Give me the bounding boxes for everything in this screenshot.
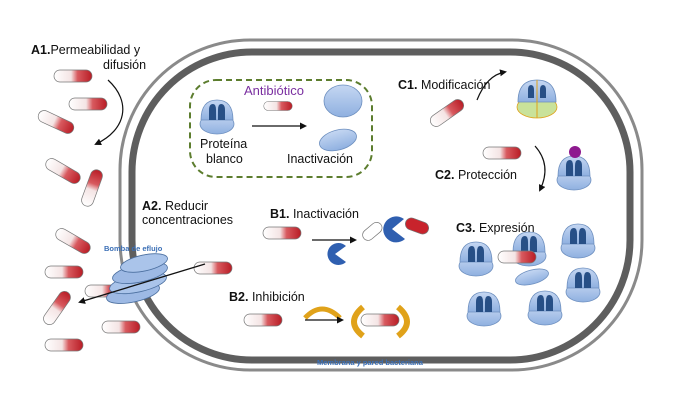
protected-protein-icon [556, 155, 592, 191]
a1-label: A1.Permeabilidad y [31, 43, 141, 57]
antibiotic-pill-icon [360, 313, 400, 327]
outer-membrane [118, 38, 644, 372]
antibiotic-pill-icon [44, 338, 84, 352]
efflux-pump-label: Bomba de eflujo [104, 244, 163, 253]
efflux-pump-icon [106, 253, 168, 304]
antibiotic-pill-icon [43, 155, 83, 187]
inhibitor-bracket-left-icon [351, 304, 366, 339]
cleaved-antibiotic-icon [362, 217, 429, 241]
inhibitor-bracket-right-icon [395, 304, 410, 339]
target-protein-label: Proteína [200, 137, 248, 151]
protection-arrow [534, 145, 546, 192]
expressed-protein-icon [466, 291, 502, 327]
membrane-label: Membrana y pared bacteriana [317, 358, 423, 367]
antibiotic-pill-icon [262, 226, 302, 240]
antibiotic-pill-icon [243, 313, 283, 327]
target-protein-icon [199, 99, 235, 135]
b2-label: B2. Inhibición [229, 290, 305, 304]
c3-label: C3. Expresión [456, 221, 535, 235]
antibiotic-pill-icon [263, 101, 293, 111]
diffusion-arrow [94, 79, 124, 146]
antibiotic-pill-icon [53, 225, 93, 257]
expressed-protein-fragment-icon [515, 268, 549, 286]
inner-membrane [128, 48, 634, 364]
antibiotic-pill-icon [40, 288, 74, 328]
c2-label: C2. Protección [435, 168, 517, 182]
antibiotic-pill-icon [53, 69, 93, 83]
inactivation-box-label: Inactivación [287, 152, 354, 166]
enzyme-pacman-icon [383, 216, 405, 243]
inhibitor-arc-icon [303, 306, 342, 320]
antibiotic-target-box [189, 79, 373, 178]
antibiotic-pill-icon [193, 261, 233, 275]
b1-label: B1. Inactivación [270, 207, 359, 221]
modified-protein-icon [516, 79, 558, 119]
expressed-protein-icon [560, 223, 596, 259]
enzyme-pacman-icon [327, 243, 346, 265]
antibiotic-pill-icon [68, 97, 108, 111]
antibiotic-pill-icon [482, 146, 522, 160]
antibiotic-pill-icon [497, 250, 537, 264]
c1-label: C1. Modificación [398, 78, 491, 92]
protection-protein-icon [569, 146, 581, 158]
expressed-protein-icon [527, 290, 563, 326]
a2-label: A2. Reducir [142, 199, 209, 213]
antibiotic-pill-icon [427, 96, 467, 130]
target-protein-label-line2: blanco [206, 152, 243, 166]
antibiotic-pill-icon [35, 108, 77, 136]
antibiotic-pill-icon [44, 265, 84, 279]
a1-label-line2: difusión [103, 58, 147, 72]
expressed-protein-icon [458, 241, 494, 277]
inactivated-protein-bottom-icon [319, 128, 357, 152]
a2-label-line2: concentraciones [142, 213, 234, 227]
expressed-protein-icon [565, 267, 601, 303]
modification-arrow [476, 69, 507, 101]
inactivated-protein-top-icon [323, 84, 363, 118]
antibiotic-pill-icon [79, 167, 105, 209]
antibiotic-label: Antibiótico [244, 83, 304, 98]
efflux-arrow [78, 263, 206, 304]
antibiotic-pill-icon [101, 320, 141, 334]
